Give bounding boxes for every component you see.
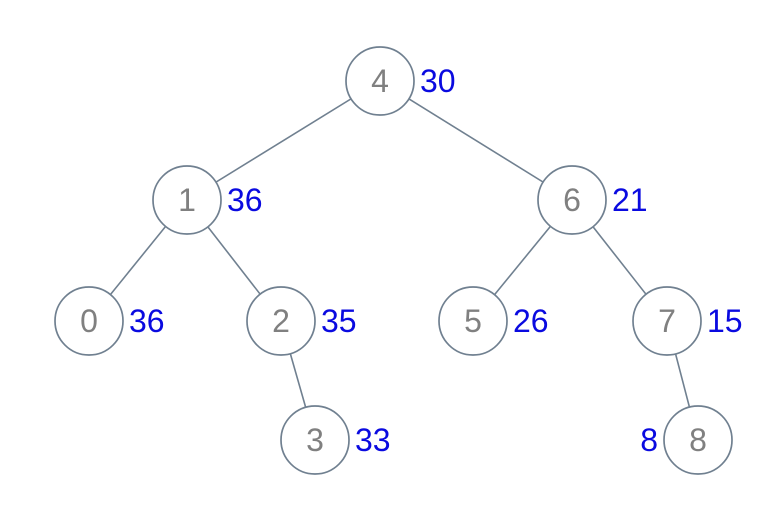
node-7-id-text: 7 <box>658 303 676 339</box>
tree-node-4: 4 30 <box>345 46 456 116</box>
node-6-id-text: 6 <box>563 182 581 218</box>
node-1-circle <box>152 165 222 235</box>
tree-node-5: 5 26 <box>438 286 549 356</box>
node-4-value-label: 30 <box>420 63 456 99</box>
node-6-value-label: 21 <box>612 182 648 218</box>
node-2-circle <box>246 286 316 356</box>
node-1-id-text: 1 <box>178 182 196 218</box>
node-3-value-label: 33 <box>355 422 391 458</box>
tree-node-1: 1 36 <box>152 165 263 235</box>
tree-edge-4-6 <box>379 80 573 201</box>
node-0-value-label: 36 <box>129 303 165 339</box>
node-3-id-text: 3 <box>306 422 324 458</box>
node-6-circle <box>537 165 607 235</box>
node-2-value-label: 35 <box>321 303 357 339</box>
node-8-value-label: 8 <box>640 422 658 458</box>
node-3-circle <box>280 405 350 475</box>
node-4-id-text: 4 <box>371 63 389 99</box>
node-8-id-text: 8 <box>689 422 707 458</box>
tree-edge-4-1 <box>186 80 381 201</box>
node-7-circle <box>632 286 702 356</box>
tree-node-2: 2 35 <box>246 286 357 356</box>
node-5-id-text: 5 <box>464 303 482 339</box>
node-5-value-label: 26 <box>513 303 549 339</box>
node-7-value-label: 15 <box>707 303 743 339</box>
node-4-circle <box>345 46 415 116</box>
node-2-id-text: 2 <box>272 303 290 339</box>
node-5-circle <box>438 286 508 356</box>
node-0-circle <box>54 286 124 356</box>
tree-node-6: 6 21 <box>537 165 648 235</box>
node-8-circle <box>663 405 733 475</box>
tree-edges-layer <box>88 80 699 441</box>
tree-node-8: 88 <box>640 405 733 475</box>
tree-node-7: 7 15 <box>632 286 743 356</box>
node-0-id-text: 0 <box>80 303 98 339</box>
node-1-value-label: 36 <box>227 182 263 218</box>
tree-node-0: 0 36 <box>54 286 165 356</box>
